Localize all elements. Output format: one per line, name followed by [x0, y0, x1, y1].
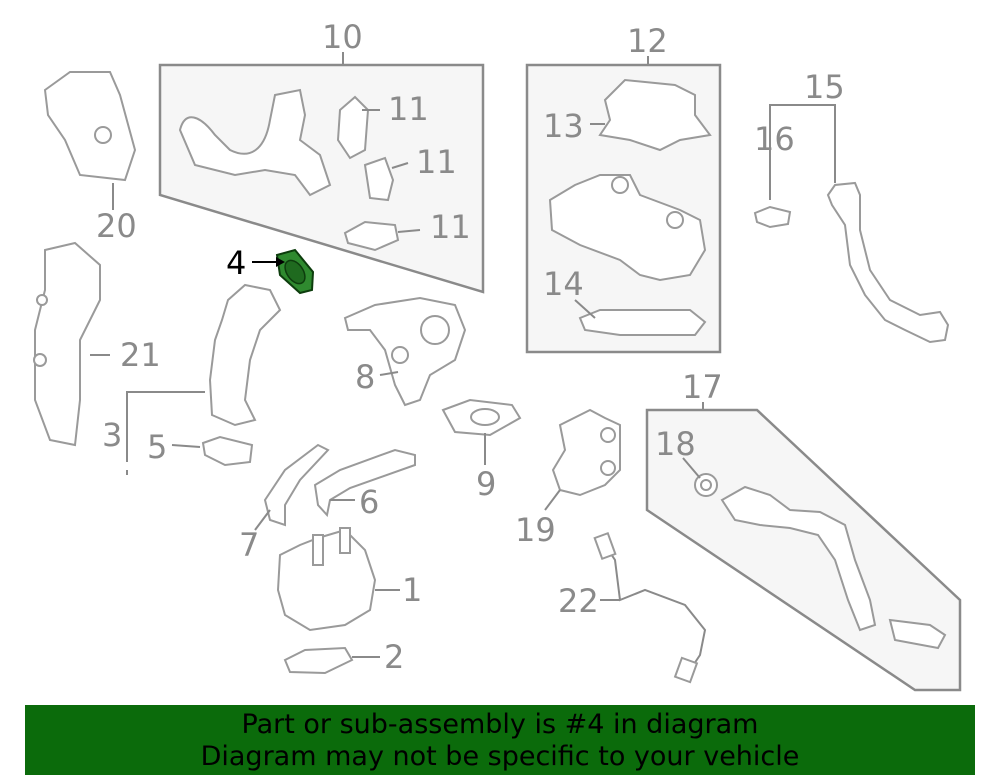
- part-9-gasket[interactable]: [441, 398, 522, 437]
- callout-11a: 11: [388, 90, 429, 128]
- callout-8: 8: [355, 358, 375, 396]
- callout-4[interactable]: 4: [226, 244, 246, 282]
- part-22-oxygen-sensor[interactable]: [593, 531, 707, 684]
- callout-11b: 11: [416, 143, 457, 181]
- part-17-pipe[interactable]: [720, 485, 947, 650]
- callout-21: 21: [120, 336, 161, 374]
- part-19-bracket[interactable]: [551, 408, 621, 497]
- callout-15: 15: [804, 68, 845, 106]
- part-7-hose[interactable]: [263, 443, 330, 527]
- part-4-gasket[interactable]: [275, 248, 315, 295]
- callout-1: 1: [402, 571, 422, 609]
- callout-22: 22: [558, 582, 599, 620]
- part-5-gasket[interactable]: [201, 435, 254, 467]
- callout-11c: 11: [430, 208, 471, 246]
- part-6-hose[interactable]: [313, 448, 416, 518]
- info-banner: Part or sub-assembly is #4 in diagram Di…: [25, 705, 975, 775]
- callout-18: 18: [655, 425, 696, 463]
- callout-3: 3: [102, 416, 122, 454]
- callout-17: 17: [682, 368, 723, 406]
- callout-20: 20: [96, 207, 137, 245]
- callout-6: 6: [359, 483, 379, 521]
- banner-line-1: Part or sub-assembly is #4 in diagram: [241, 709, 759, 740]
- part-3-egr-tube[interactable]: [208, 283, 282, 427]
- callout-13: 13: [543, 107, 584, 145]
- part-15-pipe[interactable]: [826, 181, 950, 344]
- callout-10: 10: [322, 18, 363, 56]
- callout-19: 19: [515, 511, 556, 549]
- callout-12: 12: [627, 22, 668, 60]
- callout-5: 5: [147, 428, 167, 466]
- part-14-gasket-plate[interactable]: [578, 309, 707, 336]
- part-1-thermostat-housing[interactable]: [276, 527, 377, 632]
- callout-9: 9: [476, 465, 496, 503]
- banner-line-2: Diagram may not be specific to your vehi…: [200, 741, 800, 772]
- part-21-heat-shield[interactable]: [33, 241, 101, 447]
- part-16-gasket[interactable]: [753, 205, 792, 229]
- part-8-egr-valve[interactable]: [343, 296, 467, 407]
- part-20-catalytic-shield[interactable]: [43, 71, 137, 182]
- part-12-egr-cooler[interactable]: [548, 174, 707, 282]
- part-2-gasket[interactable]: [283, 646, 354, 675]
- callout-7: 7: [239, 526, 259, 564]
- callout-2: 2: [384, 638, 404, 676]
- leader-lines: [90, 52, 836, 658]
- callout-14: 14: [543, 265, 584, 303]
- callout-16: 16: [754, 120, 795, 158]
- part-10-egr-pipe[interactable]: [178, 88, 400, 252]
- part-18-gasket[interactable]: [694, 473, 718, 497]
- group-box-17: [645, 408, 962, 692]
- part-13-bracket[interactable]: [598, 78, 712, 152]
